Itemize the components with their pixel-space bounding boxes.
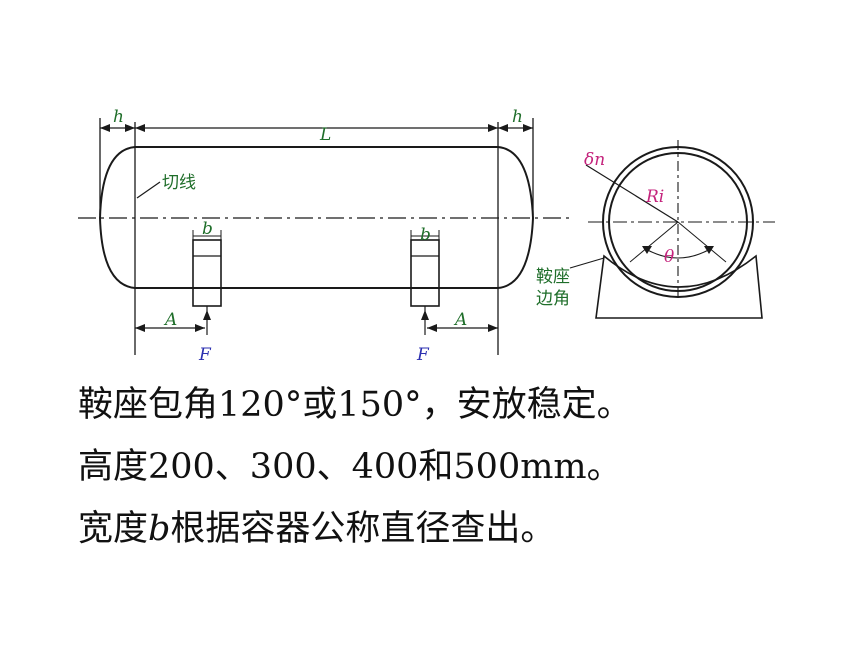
- dimension-lines-top: [99, 118, 534, 355]
- label-Ri: Ri: [645, 187, 664, 207]
- saddle-support-diagram: h L h 切线 b b A A F F δn Ri θ 鞍座 边角: [78, 107, 775, 365]
- label-F-left: F: [198, 345, 212, 365]
- text-line-1: 鞍座包角120°或150°，安放稳定。: [78, 385, 632, 425]
- label-delta-n: δn: [584, 150, 605, 170]
- end-view: [569, 140, 775, 319]
- label-A-left: A: [163, 310, 177, 330]
- dimension-arrows: [100, 124, 714, 332]
- label-b-right: b: [420, 225, 431, 245]
- vessel-shell: [98, 146, 535, 289]
- label-b-left: b: [202, 219, 213, 239]
- tangent-line-leader: [136, 181, 161, 199]
- label-F-right: F: [416, 345, 430, 365]
- label-A-right: A: [453, 310, 467, 330]
- label-h-right: h: [512, 107, 523, 127]
- text-line-3-suffix: 根据容器公称直径查出。: [170, 509, 556, 549]
- label-saddle-angle-2: 边角: [536, 289, 570, 309]
- label-saddle-angle-1: 鞍座: [536, 267, 570, 287]
- text-line-3: 宽度b根据容器公称直径查出。: [78, 512, 555, 547]
- text-line-3-var: b: [148, 509, 171, 549]
- text-line-2: 高度200、300、400和500mm。: [78, 447, 622, 487]
- label-h-left: h: [113, 107, 124, 127]
- label-tangent-line: 切线: [162, 173, 196, 193]
- text-line-3-prefix: 宽度: [78, 509, 149, 549]
- label-L: L: [319, 125, 331, 145]
- label-theta: θ: [664, 247, 674, 267]
